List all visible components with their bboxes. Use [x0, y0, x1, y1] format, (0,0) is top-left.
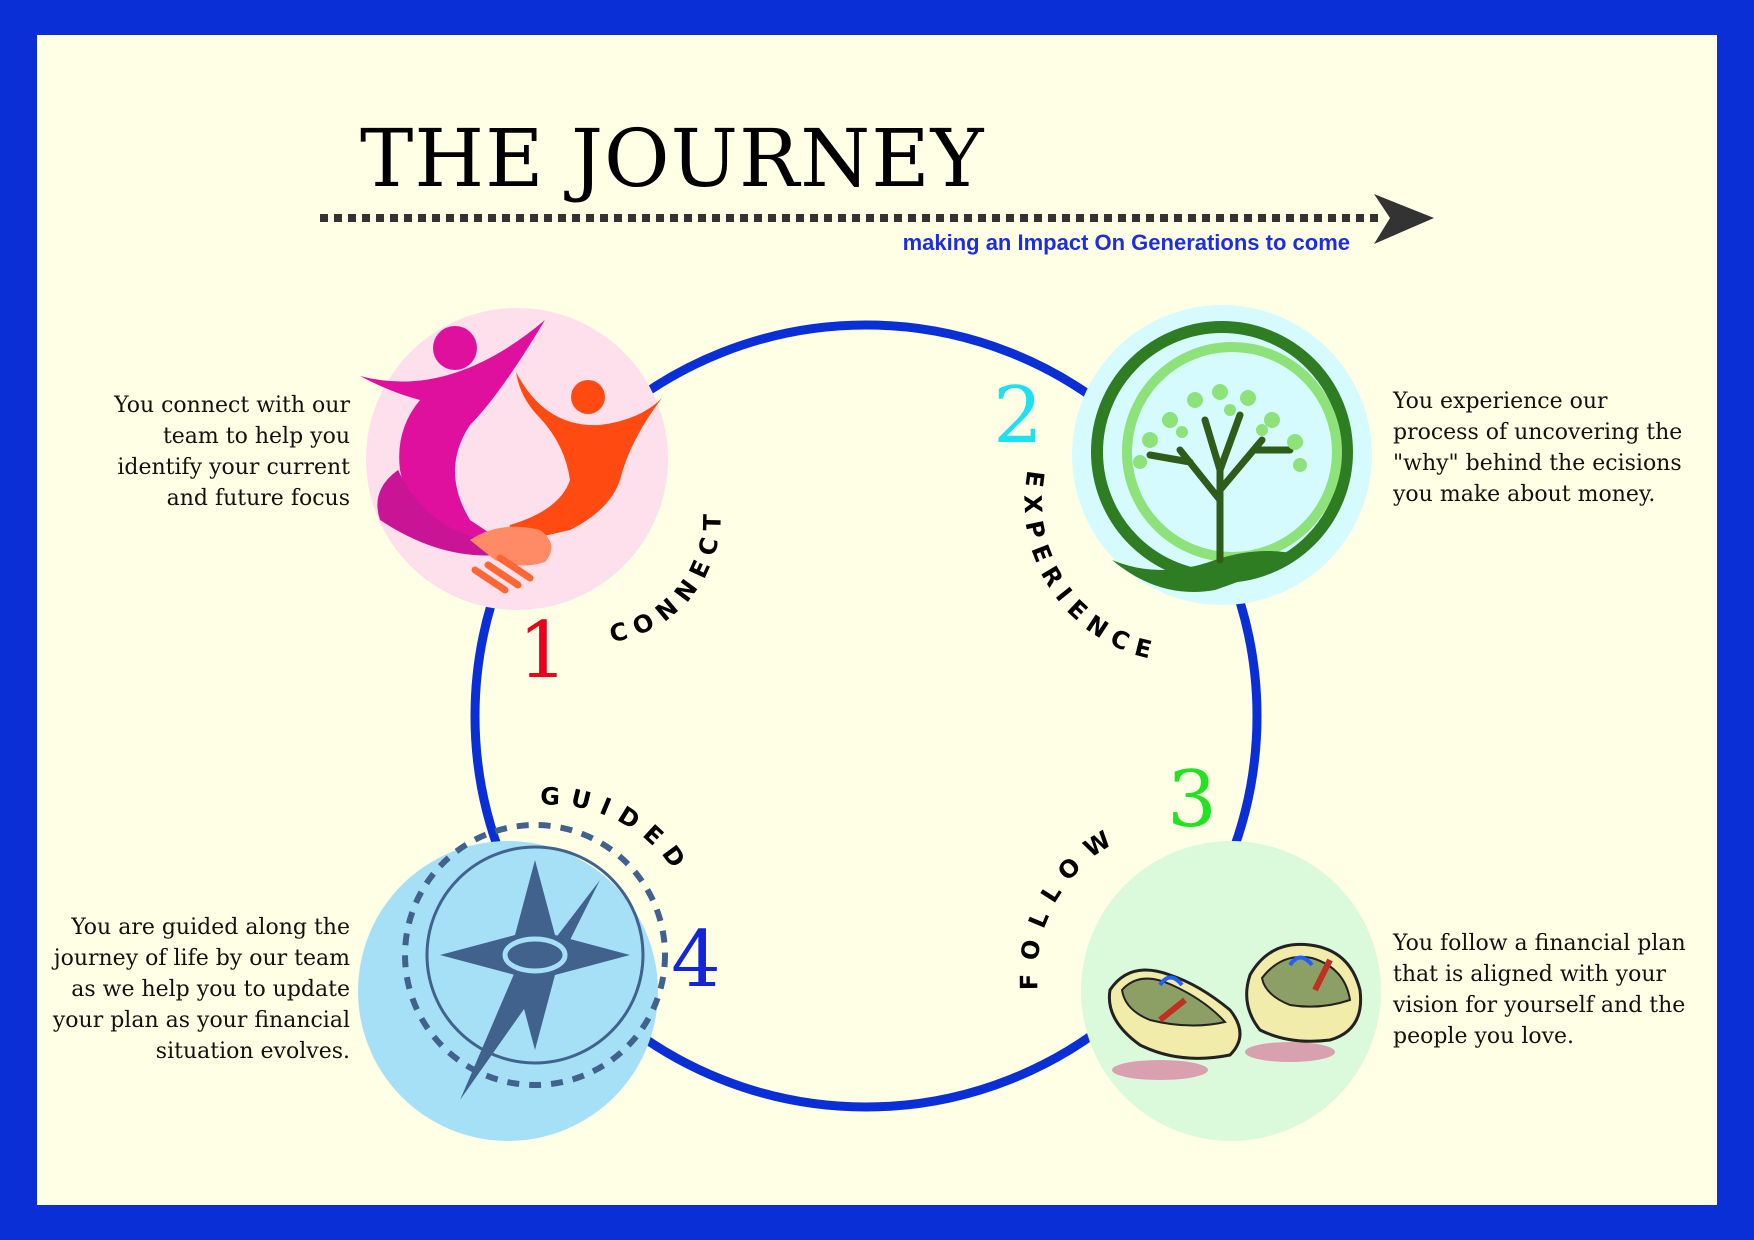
step-1-number: 1 — [518, 606, 568, 696]
step-2-number: 2 — [993, 371, 1043, 461]
step-2-icon — [1072, 305, 1372, 605]
step-1-icon — [360, 308, 668, 610]
step-4-number: 4 — [671, 915, 721, 1005]
step-4-icon — [358, 822, 668, 1141]
step-4-description: You are guided along the journey of life… — [52, 915, 350, 1064]
step-1-description: You connect with our team to help you id… — [114, 393, 350, 511]
journey-arrow — [320, 194, 1434, 244]
page-title: THE JOURNEY — [360, 112, 985, 205]
page-subtitle: making an Impact On Generations to come — [902, 230, 1350, 255]
journey-ring — [470, 320, 1262, 1112]
step-3-icon — [1081, 841, 1381, 1141]
step-3-description: You follow a financial plan that is alig… — [1393, 931, 1686, 1049]
step-3-number: 3 — [1167, 755, 1217, 845]
step-2-description: You experience our process of uncovering… — [1393, 389, 1683, 507]
content-panel — [37, 35, 1717, 1205]
